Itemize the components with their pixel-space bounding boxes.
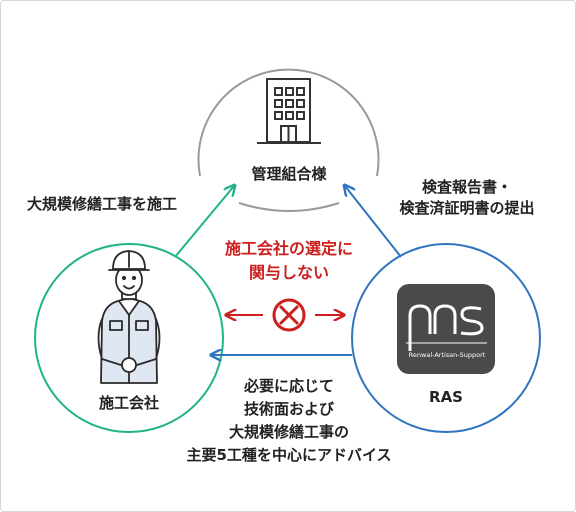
building-icon bbox=[257, 78, 321, 144]
management-label: 管理組合様 bbox=[251, 165, 327, 183]
management-circle-bottom bbox=[238, 202, 340, 212]
edge-label-construction: 大規模修繕工事を施工 bbox=[27, 195, 178, 213]
advice-line-1: 必要に応じて bbox=[243, 377, 334, 395]
contractor-circle bbox=[34, 243, 224, 433]
advice-line-4: 主要5工種を中心にアドバイス bbox=[186, 446, 392, 464]
prohibited-icon bbox=[272, 298, 306, 332]
arrow-ras-to-management bbox=[345, 186, 402, 258]
ras-logo-text: Renwal-Artisan-Support bbox=[409, 351, 486, 359]
management-circle bbox=[197, 68, 380, 177]
advice-line-3: 大規模修繕工事の bbox=[228, 423, 349, 441]
edge-label-inspection-report: 検査報告書・ 検査済証明書の提出 bbox=[382, 177, 552, 219]
edge-label-advice: 必要に応じて 技術面および 大規模修繕工事の 主要5工種を中心にアドバイス bbox=[164, 375, 414, 467]
ras-logo: Renwal-Artisan-Support bbox=[397, 284, 495, 374]
no-involvement-label: 施工会社の選定に 関与しない bbox=[199, 237, 379, 285]
inspection-line-1: 検査報告書・ bbox=[421, 178, 512, 196]
no-involvement-line-2: 関与しない bbox=[248, 263, 329, 282]
no-involvement-line-1: 施工会社の選定に bbox=[224, 239, 353, 258]
worker-icon bbox=[97, 250, 161, 384]
advice-line-2: 技術面および bbox=[243, 400, 334, 418]
ras-circle bbox=[351, 243, 541, 433]
ras-label: RAS bbox=[429, 388, 463, 406]
arrow-contractor-to-management bbox=[174, 186, 234, 258]
contractor-label: 施工会社 bbox=[98, 394, 159, 412]
inspection-line-2: 検査済証明書の提出 bbox=[399, 199, 535, 217]
